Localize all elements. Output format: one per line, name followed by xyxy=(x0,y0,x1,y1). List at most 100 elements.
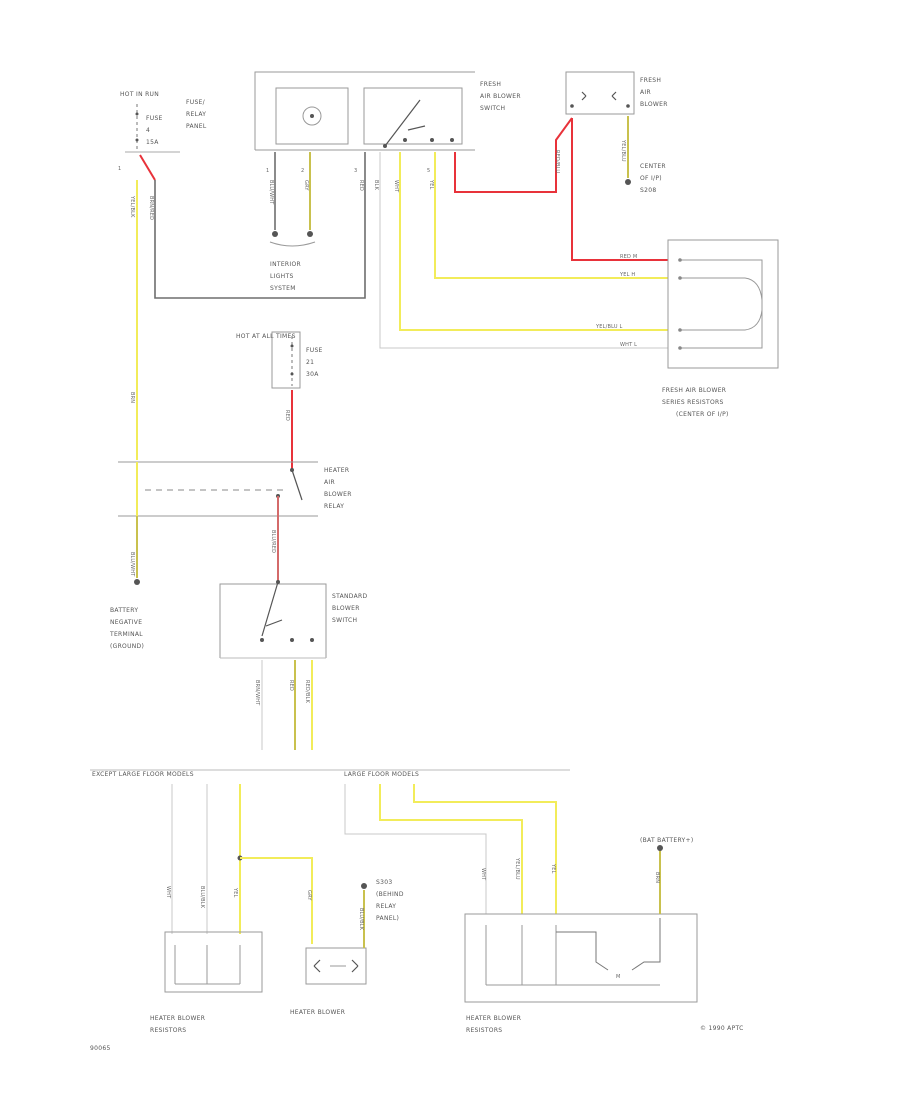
svg-text:FUSE/: FUSE/ xyxy=(186,99,206,106)
svg-text:RELAY: RELAY xyxy=(186,111,206,118)
wire-color-label: YEL/BLU xyxy=(620,139,626,162)
wire-color-label: RED/BLK xyxy=(304,680,310,704)
battery-negative-label: BATTERY NEGATIVE TERMINAL (GROUND) xyxy=(109,607,144,650)
svg-text:HEATER BLOWER: HEATER BLOWER xyxy=(150,1015,205,1022)
heater-blower-label: HEATER BLOWER xyxy=(290,1009,345,1016)
fresh-air-series-resistors xyxy=(667,239,779,369)
svg-text:PANEL: PANEL xyxy=(186,123,207,130)
wire-color-label: YEL xyxy=(232,887,238,898)
wire-color-label: WHT xyxy=(165,886,171,899)
svg-text:(BEHIND: (BEHIND xyxy=(376,891,404,898)
svg-text:S303: S303 xyxy=(376,879,392,886)
svg-text:HEATER: HEATER xyxy=(324,467,349,474)
svg-text:WHT L: WHT L xyxy=(620,342,637,348)
fresh-air-resistors-label: FRESH AIR BLOWER SERIES RESISTORS (CENTE… xyxy=(662,387,729,418)
fresh-air-blower-switch-label: FRESH AIR BLOWER SWITCH xyxy=(480,81,521,112)
wire-color-label: BRN/WHT xyxy=(254,680,260,706)
svg-text:S208: S208 xyxy=(640,187,656,194)
svg-text:YEL/BLU L: YEL/BLU L xyxy=(595,324,623,330)
wire-color-label: BRN xyxy=(654,872,660,883)
svg-text:BLOWER: BLOWER xyxy=(324,491,352,498)
svg-text:FRESH: FRESH xyxy=(480,81,501,88)
svg-text:RED M: RED M xyxy=(620,254,637,260)
fresh-air-blower-switch xyxy=(254,71,475,151)
svg-text:FUSE: FUSE xyxy=(306,347,323,354)
wire-color-label: RED xyxy=(284,410,290,421)
svg-text:FRESH: FRESH xyxy=(640,77,661,84)
wire-color-label: GRY xyxy=(303,180,309,191)
svg-text:30A: 30A xyxy=(306,371,319,378)
heater-blower-resistors-right: M xyxy=(464,913,698,1003)
svg-text:SWITCH: SWITCH xyxy=(480,105,505,112)
battery-plus-label: (BAT BATTERY+) xyxy=(640,837,693,844)
svg-text:INTERIOR: INTERIOR xyxy=(270,261,301,268)
center-of-ip-label: CENTER OF I/P) S208 xyxy=(640,163,666,194)
svg-text:3: 3 xyxy=(354,168,357,174)
heater-air-blower-relay-label: HEATER AIR BLOWER RELAY xyxy=(324,467,352,510)
svg-text:AIR: AIR xyxy=(640,89,651,96)
wire-color-label: YEL/BLU xyxy=(514,857,520,880)
svg-text:FUSE: FUSE xyxy=(146,115,163,122)
svg-text:LIGHTS: LIGHTS xyxy=(270,273,294,280)
wire-color-label: YEL/BLK xyxy=(129,195,135,218)
wire-color-label: WHT xyxy=(393,180,399,193)
svg-text:OF I/P): OF I/P) xyxy=(640,175,662,182)
svg-text:BATTERY: BATTERY xyxy=(110,607,138,614)
svg-text:BLOWER: BLOWER xyxy=(332,605,360,612)
wire-color-label: RED/BLU xyxy=(554,150,560,173)
wire-color-label: YEL xyxy=(428,179,434,190)
svg-text:BLOWER: BLOWER xyxy=(640,101,668,108)
svg-text:RESISTORS: RESISTORS xyxy=(466,1027,502,1034)
hot-at-all-times-label: HOT AT ALL TIMES xyxy=(236,333,296,340)
svg-text:2: 2 xyxy=(301,168,304,174)
svg-text:NEGATIVE: NEGATIVE xyxy=(110,619,142,626)
interior-lights-label: INTERIOR LIGHTS SYSTEM xyxy=(270,261,301,292)
wire-color-label: RED xyxy=(358,180,364,191)
svg-text:4: 4 xyxy=(146,127,150,134)
svg-text:M: M xyxy=(616,974,621,980)
wire-color-label: BLU/BLK xyxy=(358,908,364,931)
wire-color-label: BRN/RED xyxy=(148,196,154,220)
fuse-relay-panel-label: FUSE/ RELAY PANEL xyxy=(186,99,207,130)
copyright: © 1990 APTC xyxy=(700,1025,744,1032)
fresh-air-blower-motor xyxy=(565,71,635,115)
svg-text:21: 21 xyxy=(306,359,314,366)
fuse-top: FUSE 4 15A xyxy=(135,104,163,150)
wire-labels: YEL/BLK BRN/RED BLU/WHT GRY RED BLK WHT YEL RED/… xyxy=(129,139,660,931)
svg-text:1: 1 xyxy=(118,166,121,172)
svg-text:CENTER: CENTER xyxy=(640,163,666,170)
wire-color-label: BLU/WHT xyxy=(268,180,274,205)
large-floor-label: LARGE FLOOR MODELS xyxy=(344,771,419,778)
svg-text:SWITCH: SWITCH xyxy=(332,617,357,624)
wire-color-label: BLU/BLK xyxy=(199,886,205,909)
wire-color-label: RED xyxy=(288,680,294,691)
wire-color-label: BLU/WHT xyxy=(129,552,135,577)
wire-color-label: GRY xyxy=(306,890,312,901)
svg-text:SYSTEM: SYSTEM xyxy=(270,285,296,292)
standard-blower-switch xyxy=(219,580,327,659)
standard-blower-switch-label: STANDARD BLOWER SWITCH xyxy=(332,593,367,624)
fuse-mid: FUSE 21 30A xyxy=(271,331,323,389)
svg-text:AIR BLOWER: AIR BLOWER xyxy=(480,93,521,100)
wire-color-label: WHT xyxy=(480,868,486,881)
svg-text:(CENTER OF I/P): (CENTER OF I/P) xyxy=(676,411,729,418)
wire-color-label: BLK xyxy=(373,180,379,191)
svg-text:SERIES RESISTORS: SERIES RESISTORS xyxy=(662,399,724,406)
s303-label: S303 (BEHIND RELAY PANEL) xyxy=(376,879,404,922)
wire-color-label: YEL xyxy=(550,863,556,874)
page-code: 90065 xyxy=(90,1045,111,1052)
hot-in-run-label: HOT IN RUN xyxy=(120,91,159,98)
heater-blower-resistors-left-label: HEATER BLOWER RESISTORS xyxy=(150,1015,205,1034)
svg-text:HEATER BLOWER: HEATER BLOWER xyxy=(466,1015,521,1022)
heater-blower-resistors-left xyxy=(164,931,263,993)
svg-text:RELAY: RELAY xyxy=(376,903,396,910)
svg-text:1: 1 xyxy=(266,168,269,174)
svg-text:PANEL): PANEL) xyxy=(376,915,399,922)
svg-text:YEL H: YEL H xyxy=(619,272,635,278)
wire-color-label: BLU/RED xyxy=(270,530,276,553)
svg-text:AIR: AIR xyxy=(324,479,335,486)
heater-blower-motor xyxy=(305,947,367,985)
svg-text:RESISTORS: RESISTORS xyxy=(150,1027,186,1034)
wire-color-label: BRN xyxy=(129,392,135,403)
